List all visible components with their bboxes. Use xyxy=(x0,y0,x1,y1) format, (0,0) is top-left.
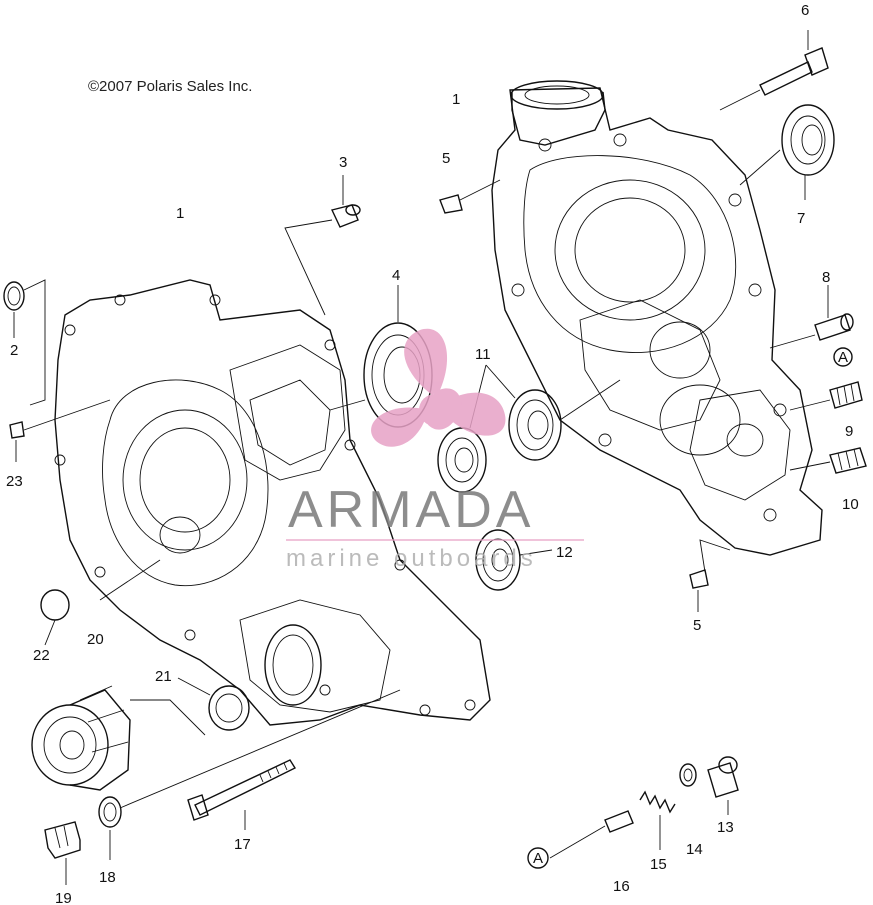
plug-19 xyxy=(44,821,81,885)
callout-16: 16 xyxy=(613,878,630,895)
bearing-11 xyxy=(437,364,621,493)
plug-13 xyxy=(707,756,739,815)
callout-5-lower: 5 xyxy=(693,617,701,634)
dowel-3 xyxy=(284,175,361,316)
fitting-9 xyxy=(789,381,863,411)
callout-5-upper: 5 xyxy=(442,150,450,167)
bolt-17 xyxy=(187,759,297,830)
circle-a-markers xyxy=(527,347,853,869)
callout-19: 19 xyxy=(55,890,72,905)
watermark-brand: ARMADA xyxy=(288,481,534,539)
callout-3: 3 xyxy=(339,154,347,171)
seal-21 xyxy=(177,677,250,731)
propeller-logo-icon xyxy=(371,328,506,447)
callout-a-upper: A xyxy=(838,349,848,366)
callout-11: 11 xyxy=(475,346,491,363)
washer-18 xyxy=(98,689,401,860)
dowel-8 xyxy=(769,285,854,349)
lead-20 xyxy=(99,559,161,601)
seal-2 xyxy=(3,279,46,406)
plug-22 xyxy=(40,589,70,646)
dowel-5-lower xyxy=(689,539,731,612)
spring-15 xyxy=(639,790,676,850)
right-crankcase-half xyxy=(491,80,823,556)
bearing-12 xyxy=(475,529,553,591)
callout-8: 8 xyxy=(822,269,830,286)
armada-watermark: ARMADA marine outboards xyxy=(286,328,584,572)
callout-2: 2 xyxy=(10,342,18,359)
washer-14 xyxy=(679,763,697,787)
callout-13: 13 xyxy=(717,819,734,836)
bolt-6 xyxy=(719,30,829,111)
callout-1-left: 1 xyxy=(176,205,184,222)
callout-20: 20 xyxy=(87,631,104,648)
callout-17: 17 xyxy=(234,836,251,853)
callout-12: 12 xyxy=(556,544,573,561)
callout-22: 22 xyxy=(33,647,50,664)
callout-a-lower: A xyxy=(533,850,543,867)
callout-6: 6 xyxy=(801,2,809,19)
callout-23: 23 xyxy=(6,473,23,490)
callout-1-right: 1 xyxy=(452,91,460,108)
pulley-assembly xyxy=(31,685,206,791)
seal-7 xyxy=(739,104,835,200)
valve-16 xyxy=(549,810,634,859)
callout-15: 15 xyxy=(650,856,667,873)
callout-labels: 6 1 5 3 1 7 2 4 8 A 11 23 9 10 12 5 22 2… xyxy=(6,2,859,905)
left-crankcase-half xyxy=(54,279,491,726)
watermark-tagline: marine outboards xyxy=(286,545,537,572)
dowel-23 xyxy=(9,399,111,462)
callout-4: 4 xyxy=(392,267,400,284)
callout-21: 21 xyxy=(155,668,172,685)
copyright-notice: ©2007 Polaris Sales Inc. xyxy=(88,78,253,95)
fitting-10 xyxy=(789,447,867,474)
callout-7: 7 xyxy=(797,210,805,227)
dowel-5-upper xyxy=(439,179,501,214)
callout-18: 18 xyxy=(99,869,116,886)
callout-9: 9 xyxy=(845,423,853,440)
callout-14: 14 xyxy=(686,841,703,858)
callout-10: 10 xyxy=(842,496,859,513)
